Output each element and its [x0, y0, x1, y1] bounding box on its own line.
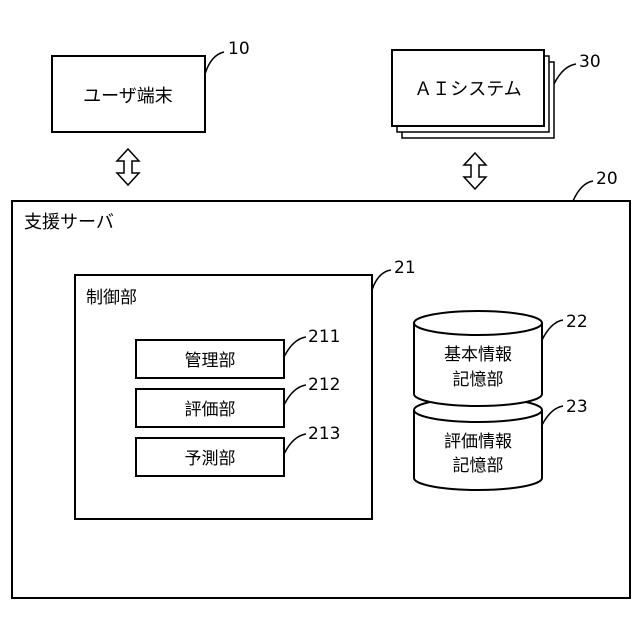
ai-server-arrow — [464, 153, 486, 189]
control-unit-label: 制御部 — [86, 288, 137, 308]
management-unit-label: 管理部 — [185, 351, 236, 371]
control-unit-leader — [372, 270, 391, 290]
basic-info-storage-leader — [542, 320, 563, 340]
prediction-unit-ref: 213 — [308, 424, 340, 444]
support-server-label: 支援サーバ — [24, 212, 114, 233]
user-terminal-leader — [205, 52, 224, 74]
support-server-leader — [573, 181, 593, 201]
management-unit-ref: 211 — [308, 327, 340, 347]
user-terminal-label: ユーザ端末 — [83, 86, 173, 107]
eval-info-storage-label-line1: 評価情報 — [444, 432, 512, 452]
support-server-ref: 20 — [596, 169, 618, 189]
basic-info-storage-label-line2: 記憶部 — [453, 370, 504, 390]
prediction-unit-label: 予測部 — [185, 449, 236, 469]
evaluation-unit-label: 評価部 — [185, 400, 236, 420]
eval-info-storage-ref: 23 — [566, 397, 588, 417]
basic-info-storage-top — [414, 311, 542, 335]
control-unit-ref: 21 — [394, 258, 416, 278]
basic-info-storage-label-line1: 基本情報 — [444, 345, 512, 365]
ai-system-leader — [554, 64, 576, 84]
ai-system-ref: 30 — [579, 52, 601, 72]
user-server-arrow — [117, 149, 139, 185]
eval-info-storage-leader — [542, 406, 563, 425]
user-terminal-ref: 10 — [228, 39, 250, 59]
evaluation-unit-ref: 212 — [308, 375, 340, 395]
basic-info-storage-ref: 22 — [566, 312, 588, 332]
ai-system-label: ＡＩシステム — [414, 79, 521, 100]
eval-info-storage-label-line2: 記憶部 — [453, 456, 504, 476]
